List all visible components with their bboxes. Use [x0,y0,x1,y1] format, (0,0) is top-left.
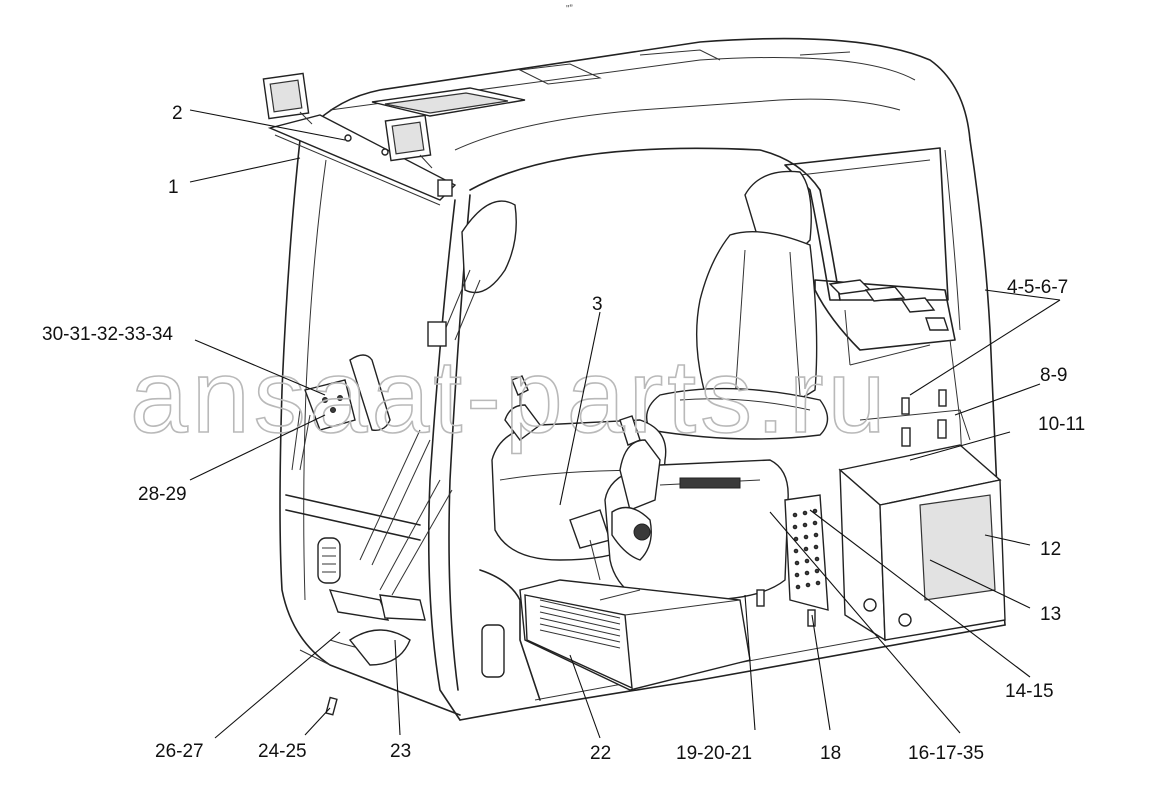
watermark: ansaat-parts.ru [130,339,889,455]
leader-lines [189,109,1061,739]
label-part-1: 1 [168,177,179,198]
perforated-cover-panel [784,494,829,611]
travel-levers-pedals [317,429,505,678]
label-part-4-7: 4-5-6-7 [1007,277,1068,298]
label-part-12: 12 [1040,539,1061,560]
label-part-10-11: 10-11 [1038,414,1085,435]
label-part-28-29: 28-29 [138,484,187,505]
label-part-2: 2 [172,103,183,124]
heater-unit [519,579,751,691]
label-part-14-15: 14-15 [1005,681,1054,702]
top-mark: "ˮ [566,4,573,15]
label-part-19-21: 19-20-21 [676,743,752,764]
right-control-console [604,415,789,601]
panel-holes [792,508,821,590]
operator-seat [646,170,829,440]
label-part-16-17-35: 16-17-35 [908,743,984,764]
heater-grille [539,599,621,649]
label-part-22: 22 [590,743,611,764]
work-light-bar [262,72,457,206]
label-part-3: 3 [592,294,603,315]
part-labels: 2 1 3 4-5-6-7 8-9 10-11 12 13 14-15 16-1… [42,103,1085,764]
rear-bracket-box [838,409,1006,642]
label-part-23: 23 [390,741,411,762]
label-part-18: 18 [820,743,841,764]
fasteners [325,389,947,716]
label-part-30-34: 30-31-32-33-34 [42,324,173,345]
safety-lock-lever [291,354,391,471]
label-part-24-25: 24-25 [258,741,307,762]
label-part-8-9: 8-9 [1040,365,1067,386]
label-part-26-27: 26-27 [155,741,204,762]
label-part-13: 13 [1040,604,1061,625]
interior-handle [427,200,517,347]
